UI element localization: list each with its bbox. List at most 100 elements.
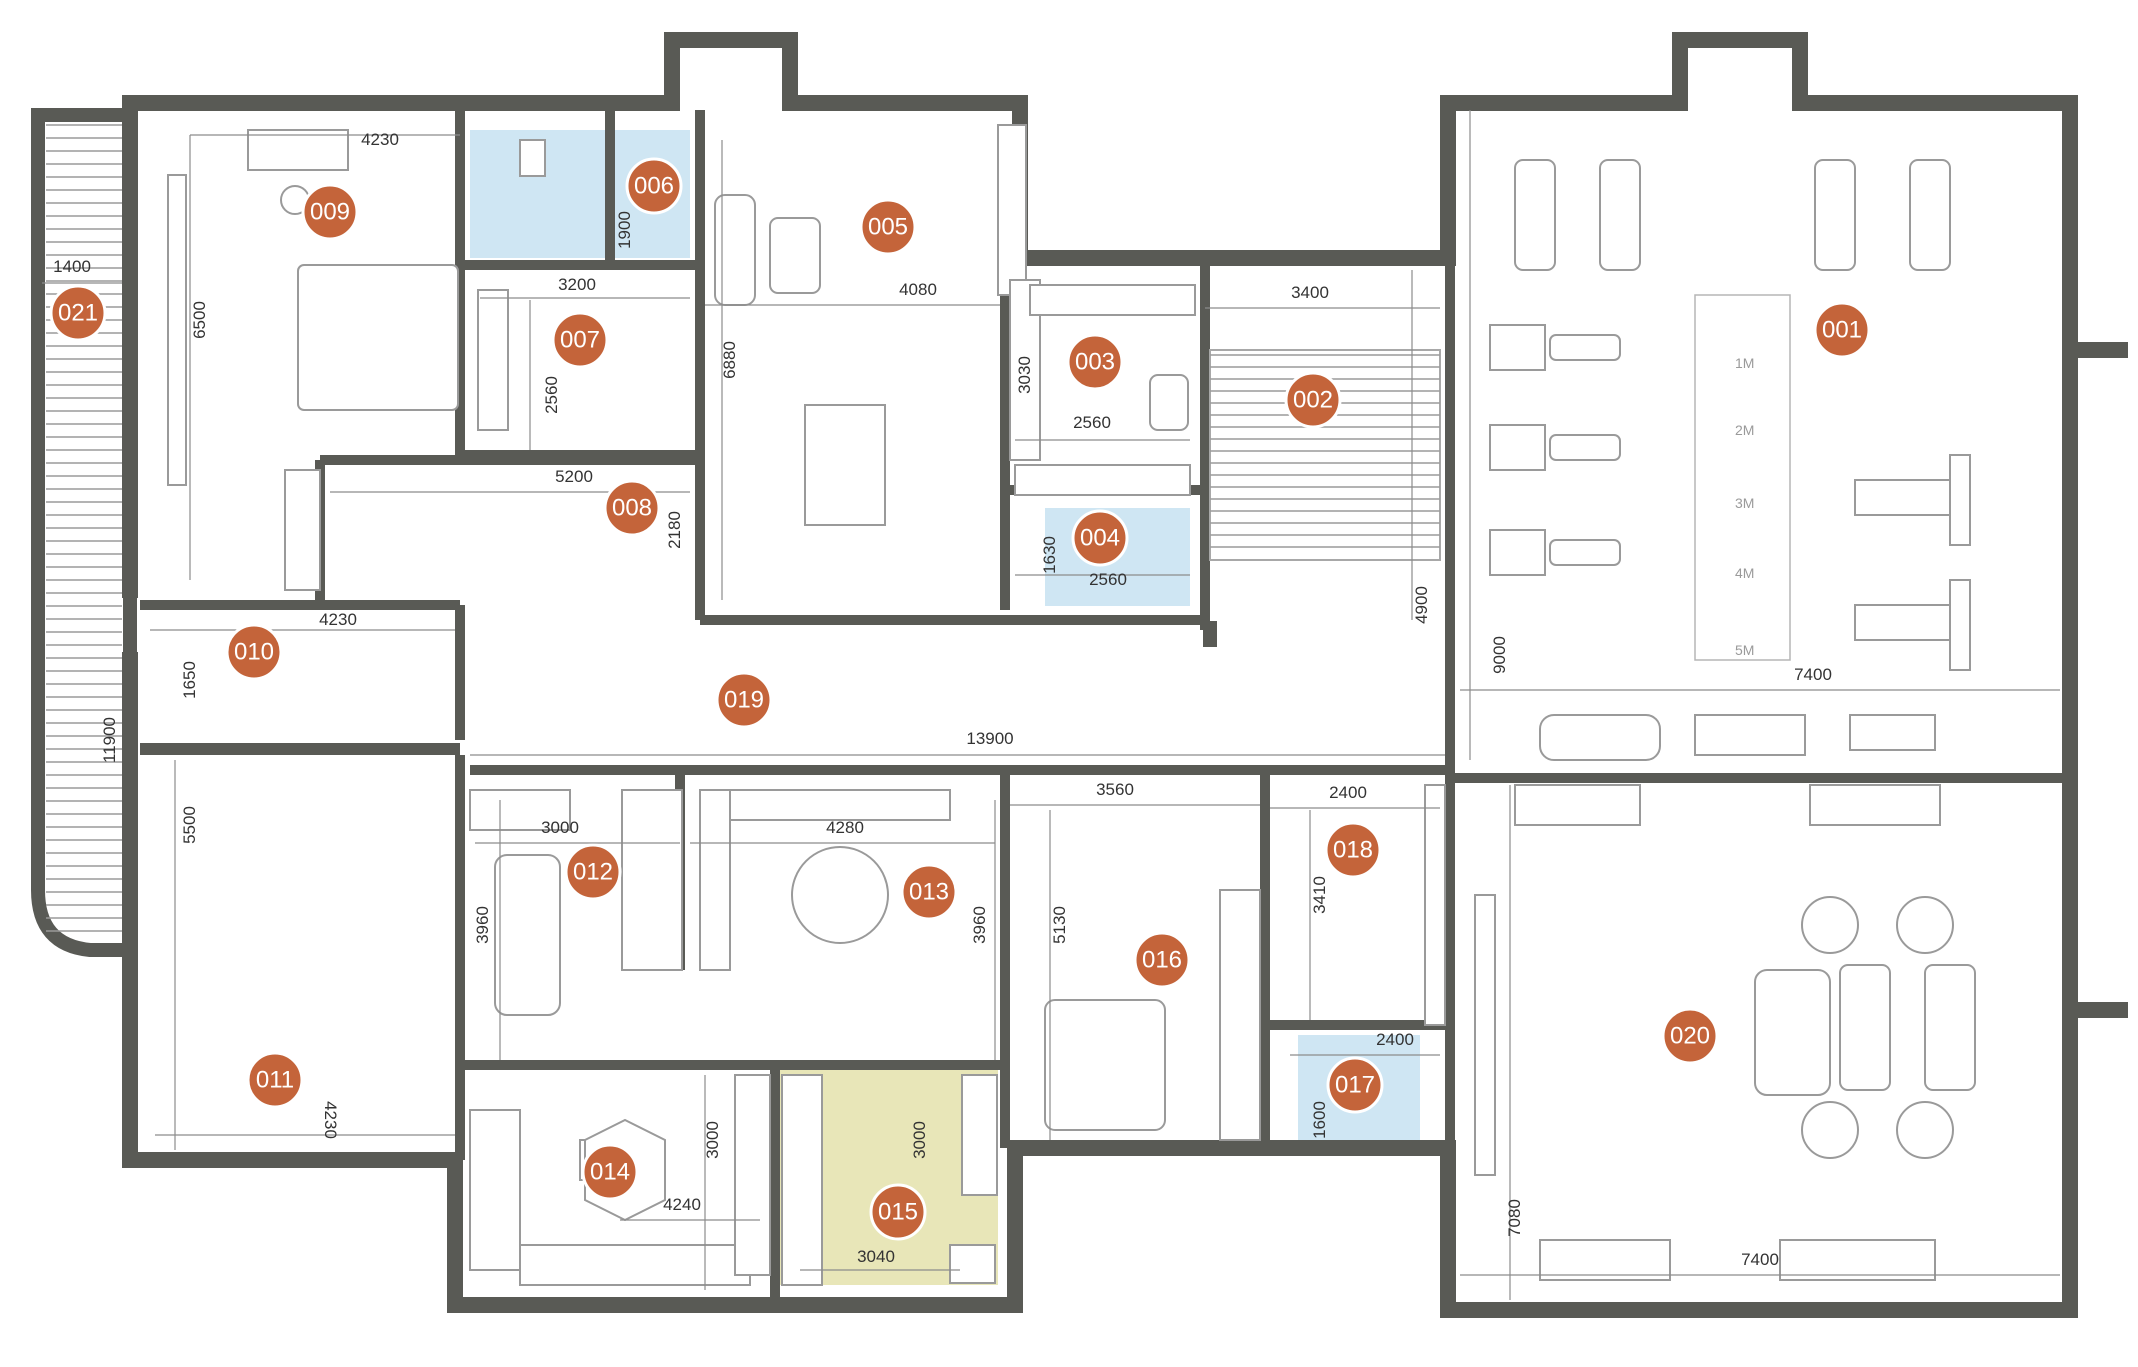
room-badge-008: 008 — [603, 479, 661, 537]
room-badge-circle — [1066, 333, 1124, 391]
dimension-label: 5500 — [180, 806, 199, 844]
dimension-label: 3040 — [857, 1247, 895, 1266]
dimension-label: 2400 — [1376, 1030, 1414, 1049]
room-badge-circle — [246, 1051, 304, 1109]
dimension-label: 2560 — [1073, 413, 1111, 432]
room-badge-circle — [225, 623, 283, 681]
room-badge-circle — [581, 1143, 639, 1201]
dimension-label: 1630 — [1040, 536, 1059, 574]
dimension-label: 5200 — [555, 467, 593, 486]
room-badge-019: 019 — [715, 671, 773, 729]
room-badge-circle — [859, 198, 917, 256]
room-badge-016: 016 — [1133, 931, 1191, 989]
room-badge-circle — [1324, 821, 1382, 879]
dimension-label: 1650 — [180, 661, 199, 699]
room-badge-circle — [1326, 1056, 1384, 1114]
room-badge-circle — [869, 1183, 927, 1241]
dimension-label: 5130 — [1050, 906, 1069, 944]
dimension-label: 3410 — [1310, 876, 1329, 914]
scale-1m: 1M — [1735, 355, 1754, 371]
room-number: 016 — [1142, 947, 1182, 974]
room-number: 017 — [1335, 1072, 1375, 1099]
dimension-label: 4230 — [361, 130, 399, 149]
room-badge-circle — [551, 311, 609, 369]
room-number: 020 — [1670, 1023, 1710, 1050]
room-badge-010: 010 — [225, 623, 283, 681]
dimension-label: 4900 — [1412, 586, 1431, 624]
dimension-label: 3000 — [541, 818, 579, 837]
scale-5m: 5M — [1735, 642, 1754, 658]
dimension-label: 4230 — [319, 610, 357, 629]
dimension-label: 7400 — [1794, 665, 1832, 684]
room-number: 010 — [234, 639, 274, 666]
dimension-label: 4080 — [899, 280, 937, 299]
room-badge-011: 011 — [246, 1051, 304, 1109]
room-number: 019 — [724, 687, 764, 714]
room-badge-002: 002 — [1284, 371, 1342, 429]
dimension-label: 2560 — [542, 376, 561, 414]
room-badge-circle — [900, 863, 958, 921]
room-number: 012 — [573, 859, 613, 886]
room-badge-circle — [1661, 1007, 1719, 1065]
dimension-label: 13900 — [966, 729, 1013, 748]
room-badge-009: 009 — [301, 183, 359, 241]
dimension-label: 4230 — [321, 1101, 340, 1139]
dimension-label: 3960 — [473, 906, 492, 944]
room-badge-001: 001 — [1813, 301, 1871, 359]
dimension-label: 3000 — [703, 1121, 722, 1159]
room-badge-circle — [1071, 509, 1129, 567]
dimension-label: 7400 — [1741, 1250, 1779, 1269]
room-badge-014: 014 — [581, 1143, 639, 1201]
room-number: 011 — [256, 1067, 294, 1094]
room-badge-circle — [301, 183, 359, 241]
room-number: 021 — [58, 300, 98, 327]
room-badge-circle — [625, 157, 683, 215]
dimension-label: 6880 — [720, 341, 739, 379]
room-badge-circle — [49, 284, 107, 342]
gym-equipment: 1M 2M 3M 4M 5M — [1489, 159, 1971, 761]
dimension-label: 2400 — [1329, 783, 1367, 802]
dimension-label: 9000 — [1490, 636, 1509, 674]
room-number: 015 — [878, 1199, 918, 1226]
dimension-label: 4280 — [826, 818, 864, 837]
dimension-label: 4240 — [663, 1195, 701, 1214]
room-number: 007 — [560, 327, 600, 354]
room-badge-017: 017 — [1326, 1056, 1384, 1114]
room-badge-012: 012 — [564, 843, 622, 901]
room-badge-circle — [1133, 931, 1191, 989]
wet-area-fills — [470, 130, 1420, 1285]
dimension-label: 7080 — [1505, 1199, 1524, 1237]
dimension-label: 1600 — [1310, 1101, 1329, 1139]
room-badge-020: 020 — [1661, 1007, 1719, 1065]
dimension-label: 1900 — [615, 211, 634, 249]
dimension-label: 1400 — [53, 257, 91, 276]
dimension-label: 2560 — [1089, 570, 1127, 589]
dimension-label: 3560 — [1096, 780, 1134, 799]
room-number: 009 — [310, 199, 350, 226]
room-number: 008 — [612, 495, 652, 522]
room-badge-circle — [564, 843, 622, 901]
room-badge-circle — [715, 671, 773, 729]
scale-4m: 4M — [1735, 565, 1754, 581]
dimension-label: 6500 — [190, 301, 209, 339]
room-badge-006: 006 — [625, 157, 683, 215]
room-badge-018: 018 — [1324, 821, 1382, 879]
room-badge-circle — [603, 479, 661, 537]
room-badge-circle — [1813, 301, 1871, 359]
dimension-label: 2180 — [665, 511, 684, 549]
dimension-label: 3030 — [1015, 356, 1034, 394]
dimension-label: 3400 — [1291, 283, 1329, 302]
room-badges: 0010020030040050060070080090100110120130… — [49, 157, 1871, 1241]
room-number: 013 — [909, 879, 949, 906]
room-badge-015: 015 — [869, 1183, 927, 1241]
scale-2m: 2M — [1735, 422, 1754, 438]
room-badge-007: 007 — [551, 311, 609, 369]
left-stair — [31, 108, 137, 957]
room-number: 003 — [1075, 349, 1115, 376]
room-number: 002 — [1293, 387, 1333, 414]
dimension-label: 3960 — [970, 906, 989, 944]
room-number: 006 — [634, 173, 674, 200]
room-badge-003: 003 — [1066, 333, 1124, 391]
